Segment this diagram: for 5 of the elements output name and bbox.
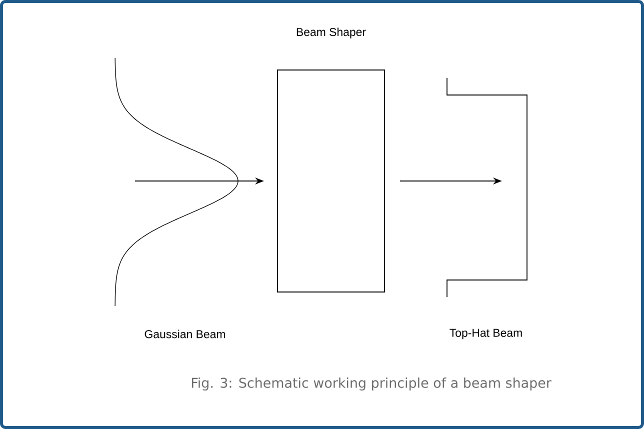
node-text: Gaussian Beam (144, 330, 225, 338)
figure-caption: Fig. 3: Schematic working principle of a beam shaper (192, 378, 552, 391)
beam-shaper-box: Beam Shaper (277, 28, 385, 292)
node-label: Beam Shaper (296, 28, 366, 38)
node-text: Top-Hat Beam (450, 328, 522, 340)
